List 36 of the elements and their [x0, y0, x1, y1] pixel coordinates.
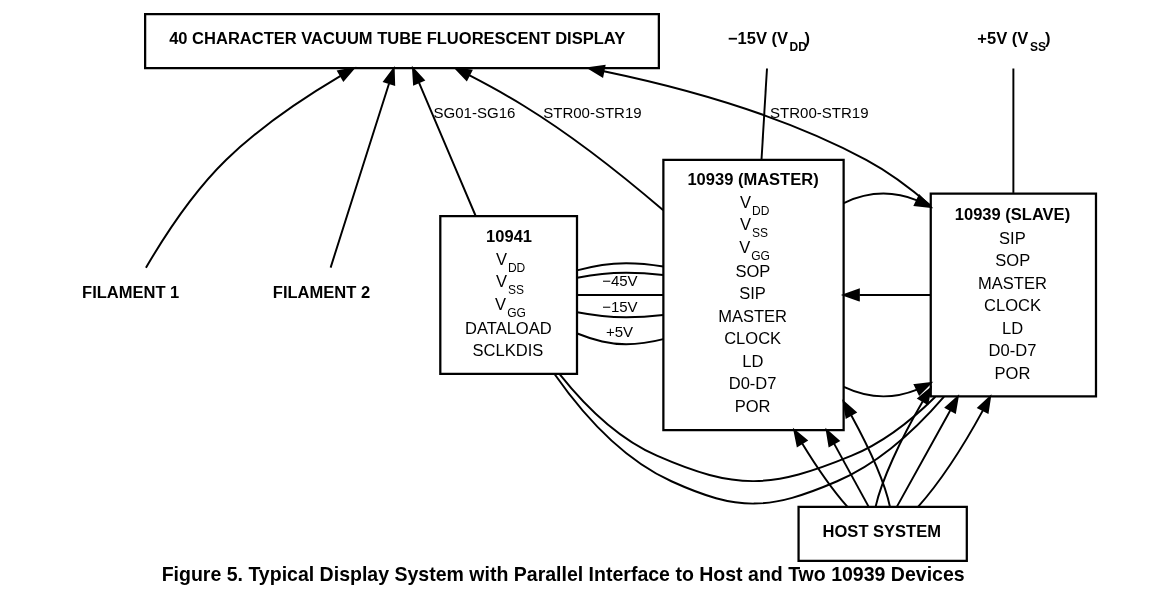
arrow: [144, 66, 357, 269]
caption: Figure 5. Typical Display System with Parallel Interface to Host and Two 10939 Devices: [161, 563, 965, 585]
arrow: [840, 288, 932, 302]
node-box: HOST SYSTEM: [797, 505, 968, 562]
arrow: [453, 66, 665, 212]
edge-label: STR00-STR19: [543, 103, 642, 121]
node-text: FILAMENT 1: [82, 282, 180, 302]
node-box: 10939 (MASTER) V$_{DD}$ V$_{SS}$ V$_{GG}$ SOP SIP MASTER CLOCK LD D0-D7 POR: [662, 158, 845, 432]
arrow: [792, 427, 849, 508]
connector: [576, 262, 665, 272]
node-box: 10939 (SLAVE) SIP SOP MASTER CLOCK LD D0-D7 POR: [929, 192, 1098, 398]
arrow: [874, 385, 933, 508]
arrow: [895, 394, 960, 508]
edge-label: STR00-STR19: [770, 103, 869, 121]
arrow: [825, 427, 870, 508]
connector: [576, 332, 665, 346]
arrow: [842, 381, 934, 398]
connector: [760, 67, 768, 161]
arrow: [329, 65, 396, 269]
edge-label: −45V: [602, 271, 638, 289]
arrow: [842, 399, 891, 508]
connector: [576, 311, 665, 319]
edge-label: −15V: [602, 297, 638, 315]
connector: [1012, 67, 1015, 194]
connector: [576, 271, 665, 279]
arrow: [411, 65, 477, 217]
connector: [558, 373, 937, 483]
connector: [553, 372, 946, 505]
node-box: 10941 V$_{DD}$ V$_{SS}$ V$_{GG}$ DATALOAD SCLKDIS: [439, 215, 579, 375]
arrow: [917, 394, 992, 508]
node-box: 40 CHARACTER VACUUM TUBE FLUORESCENT DISPLAY: [144, 12, 660, 70]
connector: [576, 294, 665, 296]
edge-label: +5V: [605, 323, 634, 341]
node-text: +5V (V$_{SS}$): [977, 28, 1051, 54]
edge-label: SG01-SG16: [433, 103, 516, 121]
node-text: FILAMENT 2: [272, 282, 371, 302]
